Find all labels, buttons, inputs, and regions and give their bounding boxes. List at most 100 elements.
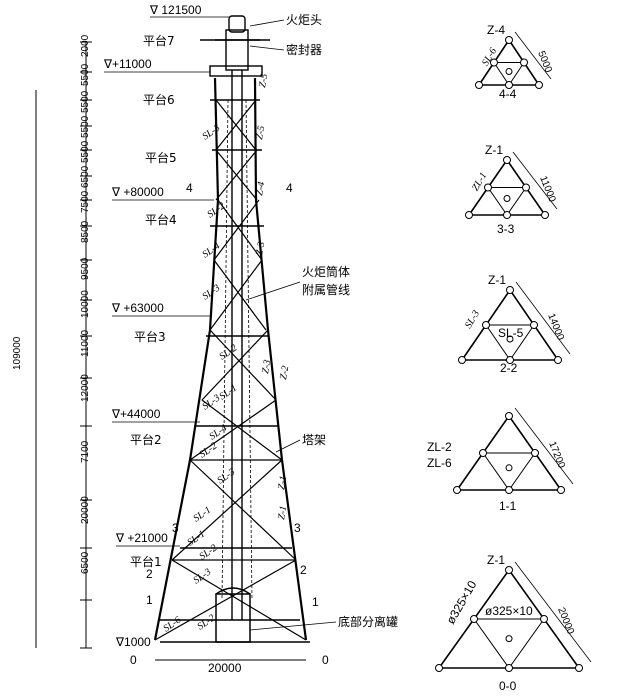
section-leg: Z-1	[485, 143, 503, 157]
inner-frame	[221, 99, 253, 601]
elev-110: ∇+11000	[103, 57, 152, 71]
section-leg1: ZL-2	[427, 440, 452, 454]
section-member: SL-3	[463, 309, 482, 331]
leg-label: Z-1	[276, 505, 289, 521]
total-height: 109000	[12, 336, 23, 370]
section-cut-labels: 4 4 3 3 2 2 1 1	[146, 181, 319, 609]
cut-4-right: 4	[286, 181, 293, 195]
cut-3-right: 3	[294, 521, 301, 535]
section-dim: 11000	[537, 175, 558, 205]
dim-label: 11000	[80, 329, 91, 357]
leg-label: Z-1	[276, 475, 289, 491]
dim-label: 5500	[80, 140, 91, 163]
leg-label: Z-5	[257, 73, 270, 89]
callout-separator: 底部分离罐	[338, 614, 398, 629]
member-label: SL-6	[161, 615, 183, 635]
cut-2-right: 2	[300, 563, 307, 577]
section-title: 0-0	[499, 679, 517, 693]
platform-labels: 平台7 平台6 平台5 平台4 平台3 平台2 平台1	[130, 33, 177, 569]
elev-80: ∇ +80000	[111, 185, 164, 199]
callout-frame: 塔架	[302, 433, 326, 447]
elev-63: ∇ +63000	[111, 301, 164, 315]
callout-torch-head: 火炬头	[286, 13, 322, 27]
section-leg: Z-1	[487, 553, 505, 567]
section-leg: Z-1	[488, 273, 506, 287]
member-label: SL-2	[197, 441, 219, 461]
member-label: SL-3	[191, 567, 213, 587]
dimension-texts: 2000 5500 5500 5500 5500 6500 7500 8500 9500 1000…	[80, 34, 91, 574]
base-dimension: 20000 0 0	[130, 653, 329, 675]
platform-7: 平台7	[143, 33, 175, 48]
callout-attached-pipe: 附属管线	[302, 282, 350, 297]
elev-top: ∇ 121500	[149, 3, 202, 17]
dim-label: 5500	[80, 115, 91, 138]
tower-bracing	[154, 99, 307, 641]
dimension-ticks	[80, 41, 92, 649]
separator-tank	[160, 587, 310, 643]
platform-5: 平台5	[145, 150, 177, 165]
section-leg: Z-4	[487, 23, 505, 37]
member-label: SL-3	[215, 467, 237, 487]
dim-label: 20000	[80, 496, 91, 524]
tower-legs	[153, 77, 308, 641]
elev-1: ∇1000	[115, 635, 151, 649]
section-1-1: 17200 1-1 ZL-2ZL-6	[427, 407, 574, 513]
platform-4: 平台4	[145, 212, 177, 227]
cut-2-left: 2	[146, 567, 153, 581]
zero-right: 0	[322, 653, 329, 667]
dim-label: 5500	[80, 63, 91, 86]
elev-44: ∇+44000	[111, 407, 161, 421]
leg-label: Z-2	[278, 365, 291, 381]
leg-label: Z-4	[254, 181, 267, 197]
dim-label: 7100	[80, 440, 91, 463]
elev-21: ∇ +21000	[115, 531, 168, 545]
left-dimension-line	[35, 42, 87, 648]
member-labels: SL-3SL-2SL-4SL-3SL-2SL-1SL-3SL-4SL-2SL-3…	[161, 123, 239, 635]
cut-4-left: 4	[186, 181, 193, 195]
leg-label: Z-3	[260, 359, 273, 375]
cut-1-right: 1	[312, 595, 319, 609]
section-title: 3-3	[497, 222, 515, 236]
callout-torch-pipe: 火炬筒体	[302, 264, 350, 279]
dim-label: 6500	[80, 165, 91, 188]
platform-3: 平台3	[134, 329, 166, 344]
dim-label: 5500	[80, 90, 91, 113]
section-views: 50004-4Z-4SL-6110003-3Z-1ZL-1140002-2Z-1…	[427, 23, 592, 693]
section-leg2: ZL-6	[427, 456, 452, 470]
section-inner: SL-5	[498, 326, 524, 340]
base-width: 20000	[208, 661, 242, 675]
leg-label: Z-5	[254, 125, 267, 141]
member-label: SL-4	[200, 241, 222, 261]
section-title: 1-1	[499, 499, 517, 513]
zero-left: 0	[130, 653, 137, 667]
callout-labels: 火炬头 密封器 火炬筒体 附属管线 塔架 底部分离罐	[245, 13, 398, 631]
platform-lines	[158, 39, 300, 621]
section-dim: 17200	[546, 440, 567, 470]
dim-label: 7500	[80, 190, 91, 213]
callout-seal: 密封器	[286, 42, 322, 57]
dim-label: 9500	[80, 257, 91, 280]
section-dim: 20000	[555, 606, 576, 636]
member-label: SL-3	[200, 123, 222, 143]
cut-1-left: 1	[146, 593, 153, 607]
member-label: SL-1	[191, 505, 213, 525]
dim-label: 2000	[80, 34, 91, 57]
dim-label: 10000	[80, 290, 91, 318]
leg-label: Z-3	[254, 241, 267, 257]
platform-6: 平台6	[143, 92, 175, 107]
section-title: 4-4	[499, 87, 517, 101]
member-label: SL-2	[217, 343, 239, 363]
dim-label: 12000	[80, 374, 91, 402]
dim-label: 8500	[80, 220, 91, 243]
section-title: 2-2	[500, 361, 518, 375]
dim-label: 6500	[80, 551, 91, 574]
cut-3-left: 3	[172, 521, 179, 535]
platform-2: 平台2	[130, 432, 162, 447]
